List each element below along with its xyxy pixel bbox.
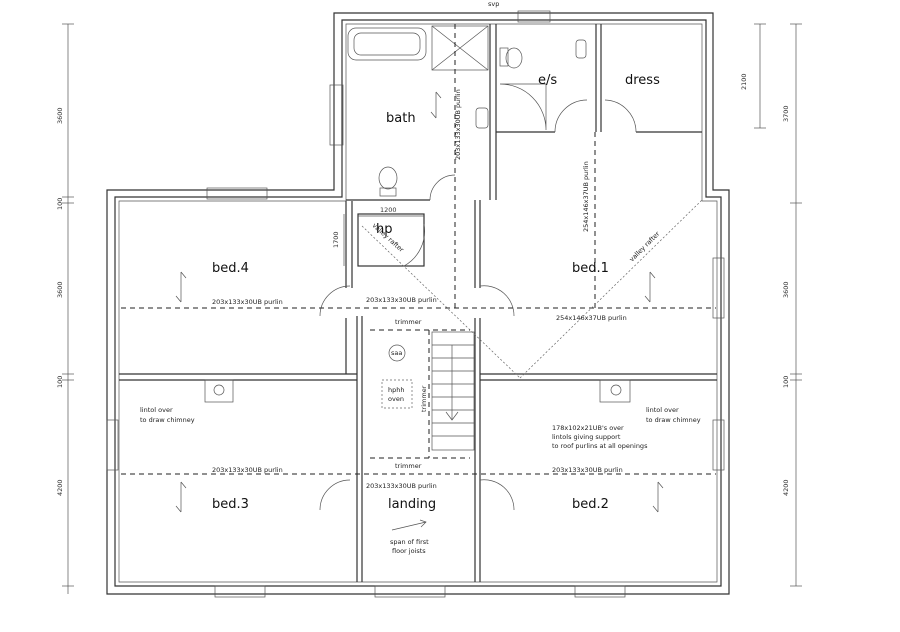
ub-note-3: to roof purlins at all openings bbox=[552, 442, 648, 450]
span-note-2: floor joists bbox=[392, 547, 426, 555]
lintol-right-1: lintol over bbox=[646, 406, 679, 414]
fixtures bbox=[204, 25, 631, 451]
dim-left-1: 3600 bbox=[56, 107, 64, 124]
lintol-left-1: lintol over bbox=[140, 406, 173, 414]
room-label-hotpress: hp bbox=[376, 222, 393, 237]
dim-right-3: 100 bbox=[782, 376, 790, 388]
span-note-1: span of first bbox=[390, 538, 429, 546]
room-label-bed2: bed.2 bbox=[572, 497, 609, 512]
joist-arrows bbox=[175, 91, 664, 531]
room-label-landing: landing bbox=[388, 497, 436, 512]
lintol-left-2: to draw chimney bbox=[140, 416, 195, 424]
room-label-bed1: bed.1 bbox=[572, 261, 609, 276]
dim-right-4: 4200 bbox=[782, 479, 790, 496]
doors bbox=[319, 99, 637, 511]
trimmer-top-note: trimmer bbox=[395, 318, 422, 326]
dim-right-top: 2100 bbox=[740, 73, 748, 90]
tank-label-1: hphh bbox=[388, 386, 405, 394]
purlin-es-note: 254x146x37UB purlin bbox=[582, 161, 590, 232]
dim-right-1: 3700 bbox=[782, 105, 790, 122]
purlin-bed2-note: 203x133x30UB purlin bbox=[552, 466, 623, 474]
svp-label: svp bbox=[488, 0, 499, 8]
dim-left-2: 100 bbox=[56, 198, 64, 210]
purlin-bed4-note: 203x133x30UB purlin bbox=[212, 298, 283, 306]
purlin-bed3-note: 203x133x30UB purlin bbox=[212, 466, 283, 474]
windows bbox=[106, 10, 725, 598]
ub-note-1: 178x102x21UB's over bbox=[552, 424, 624, 432]
room-label-bed3: bed.3 bbox=[212, 497, 249, 512]
purlin-mid-note: 203x133x30UB purlin bbox=[366, 296, 437, 304]
room-label-bed4: bed.4 bbox=[212, 261, 249, 276]
purlin-landing-note: 203x133x30UB purlin bbox=[366, 482, 437, 490]
trimmer-side-note: trimmer bbox=[420, 385, 428, 412]
purlin-bed1-note: 254x146x37UB purlin bbox=[556, 314, 627, 322]
dim-left-5: 4200 bbox=[56, 479, 64, 496]
interior-walls bbox=[119, 24, 717, 582]
outer-walls bbox=[106, 12, 730, 595]
lintol-right-2: to draw chimney bbox=[646, 416, 701, 424]
saa-label: saa bbox=[391, 349, 402, 357]
dim-left-4: 100 bbox=[56, 376, 64, 388]
room-label-bath: bath bbox=[386, 111, 416, 126]
dim-left-3: 3600 bbox=[56, 281, 64, 298]
dim-right-2: 3600 bbox=[782, 281, 790, 298]
purlin-bath-note: 203x133x30UB purlin bbox=[454, 89, 462, 160]
trimmer-bottom-note: trimmer bbox=[395, 462, 422, 470]
structure-lines bbox=[121, 24, 716, 475]
valley-rafter-right: valley rafter bbox=[628, 230, 662, 264]
dimension-lines bbox=[62, 23, 802, 594]
room-label-ensuite: e/s bbox=[538, 73, 557, 88]
ub-note-2: lintols giving support bbox=[552, 433, 621, 441]
room-label-dress: dress bbox=[625, 73, 660, 88]
dim-hp-height: 1700 bbox=[332, 231, 340, 248]
tank-label-2: oven bbox=[388, 395, 404, 403]
dim-hp-width: 1200 bbox=[380, 206, 397, 214]
